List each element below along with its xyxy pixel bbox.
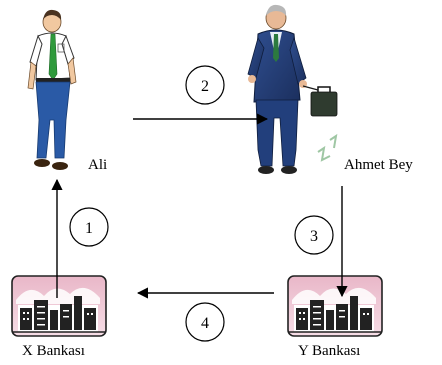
- step-4-label: 4: [201, 315, 209, 332]
- step-1-label: 1: [85, 220, 93, 237]
- ali-figure: [27, 9, 77, 170]
- step-3-label: 3: [310, 228, 318, 245]
- step-3-marker: 3: [294, 215, 334, 255]
- y-bank-icon: [287, 275, 383, 337]
- ali-label: Ali: [88, 157, 108, 173]
- step-2-label: 2: [201, 78, 209, 95]
- x-bank-icon: [11, 275, 107, 337]
- y-bank-label: Y Bankası: [298, 343, 361, 359]
- step-4-marker: 4: [185, 302, 225, 342]
- step-1-marker: 1: [69, 207, 109, 247]
- x-bank-label: X Bankası: [22, 343, 85, 359]
- step-2-marker: 2: [185, 65, 225, 105]
- ahmet-bey-label: Ahmet Bey: [344, 157, 413, 173]
- ahmet-bey-figure: [247, 4, 338, 174]
